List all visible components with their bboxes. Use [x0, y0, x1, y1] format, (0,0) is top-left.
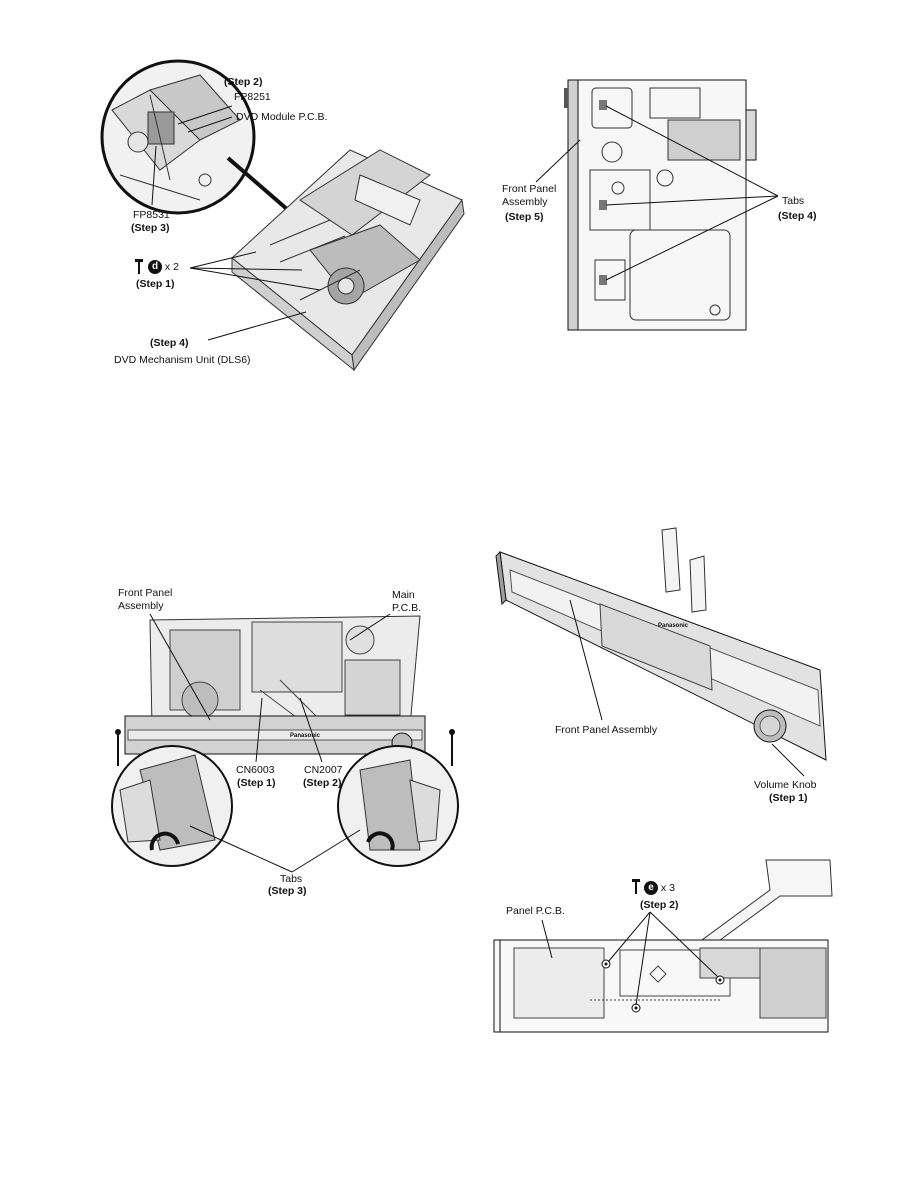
label-front-panel-1: Front Panel: [118, 587, 173, 599]
label-front-panel-assembly: Front Panel Assembly: [555, 724, 658, 736]
label-tabs: Tabs: [782, 195, 805, 207]
label-dvd-module-pcb: DVD Module P.C.B.: [236, 111, 328, 123]
label-step2: (Step 2): [640, 899, 679, 911]
label-step3: (Step 3): [131, 222, 170, 234]
label-step5: (Step 5): [505, 211, 544, 223]
label-cn2007: CN2007: [304, 764, 343, 776]
screw-callout: e x 3: [644, 881, 675, 895]
figure-front-panel-connectors: Front Panel Assembly Main P.C.B. CN6003 …: [0, 580, 470, 900]
screw-e-icon: e: [644, 881, 658, 895]
label-step1: (Step 1): [136, 278, 175, 290]
brand-logo: Panasonic: [290, 733, 321, 739]
label-dvd-mechanism-unit: DVD Mechanism Unit (DLS6): [114, 354, 251, 366]
label-step2: (Step 2): [224, 76, 263, 88]
label-step1: (Step 1): [237, 777, 276, 789]
label-front-panel-2: Assembly: [502, 196, 548, 208]
label-volume-knob: Volume Knob: [754, 779, 817, 791]
label-cn6003: CN6003: [236, 764, 275, 776]
label-step3: (Step 3): [268, 885, 307, 897]
label-main-1: Main: [392, 589, 415, 601]
label-front-panel-1: Front Panel: [502, 183, 557, 195]
label-front-panel-2: Assembly: [118, 600, 164, 612]
screw-icon: [135, 259, 143, 274]
screw-count: x 2: [164, 260, 179, 273]
screw-count: x 3: [660, 881, 675, 894]
label-step4: (Step 4): [778, 210, 817, 222]
label-step1: (Step 1): [769, 792, 808, 804]
figure-dvd-mechanism: (Step 2) FP8251 DVD Module P.C.B. FP8531…: [0, 0, 470, 380]
label-step2: (Step 2): [303, 777, 342, 789]
label-fp8531: FP8531: [133, 209, 170, 221]
screw-icon: [632, 879, 640, 894]
label-fp8251: FP8251: [234, 91, 271, 103]
drawing-dvd-unit: [100, 59, 465, 372]
figure-volume-knob: Front Panel Assembly Volume Knob (Step 1…: [480, 520, 918, 810]
label-panel-pcb: Panel P.C.B.: [506, 905, 565, 917]
label-step4: (Step 4): [150, 337, 189, 349]
label-main-2: P.C.B.: [392, 602, 421, 614]
screw-d-icon: d: [148, 260, 162, 274]
label-tabs: Tabs: [280, 873, 303, 885]
screw-callout: d x 2: [148, 260, 179, 274]
drawing-chassis-top-view: [535, 79, 779, 331]
drawing-front-panel-assembly: [495, 527, 827, 777]
drawing-unit-front: [111, 613, 459, 873]
brand-logo: Panasonic: [658, 623, 689, 629]
figure-panel-pcb: e x 3 (Step 2) Panel P.C.B.: [480, 850, 918, 1050]
drawing-panel-pcb: [493, 859, 833, 1033]
figure-front-panel-tabs: Front Panel Assembly (Step 5) Tabs (Step…: [480, 60, 918, 350]
